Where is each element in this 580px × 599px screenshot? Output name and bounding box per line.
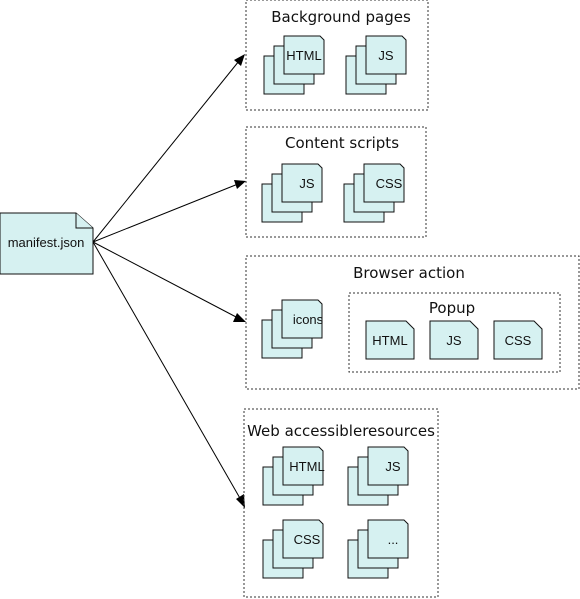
document-stack-icon xyxy=(262,519,324,579)
arrow-to-background xyxy=(92,60,240,243)
document-stack-icon xyxy=(261,163,323,223)
arrow-to-browser-action xyxy=(92,241,239,319)
subgroup-title: Popup xyxy=(429,299,475,317)
group-background-pages: Background pages HTML JS xyxy=(245,0,429,111)
subgroup-popup: Popup HTML JS CSS xyxy=(348,292,561,373)
group-content-scripts: Content scripts JS CSS xyxy=(245,126,427,238)
manifest-file[interactable]: manifest.json xyxy=(0,212,94,275)
stack-label: ... xyxy=(388,532,399,547)
group-title: Browser action xyxy=(353,264,465,282)
group-title: Content scripts xyxy=(285,134,399,152)
group-box xyxy=(245,255,580,390)
document-icon xyxy=(493,320,543,360)
stack-label: icons xyxy=(293,312,324,327)
group-title: Web accessibleresources xyxy=(247,422,435,440)
group-box xyxy=(243,408,439,598)
stack-label: JS xyxy=(385,459,401,474)
arrow-head-web-resources xyxy=(236,494,245,508)
document-stack-icon xyxy=(347,446,409,506)
stack-label: CSS xyxy=(294,532,321,547)
doc-label: CSS xyxy=(505,333,532,348)
stack-js[interactable]: JS xyxy=(261,163,323,223)
stack-label: HTML xyxy=(286,48,321,63)
document-stack-icon xyxy=(261,299,323,359)
stack-more[interactable]: ... xyxy=(347,519,409,579)
group-box xyxy=(245,126,427,238)
stack-icons[interactable]: icons xyxy=(261,299,324,359)
document-stack-icon xyxy=(343,163,405,223)
popup-css[interactable]: CSS xyxy=(493,320,543,360)
arrow-head-background xyxy=(234,54,245,66)
arrow-head-browser-action xyxy=(233,313,246,322)
manifest-label: manifest.json xyxy=(8,235,85,250)
stack-html[interactable]: HTML xyxy=(263,35,325,95)
doc-label: JS xyxy=(446,333,462,348)
document-icon xyxy=(365,320,415,360)
document-icon xyxy=(0,212,94,275)
subgroup-box xyxy=(348,292,561,373)
stack-label: JS xyxy=(378,48,394,63)
group-browser-action: Browser action icons Popup HTML JS CSS xyxy=(245,255,580,390)
document-fold xyxy=(75,213,93,229)
popup-html[interactable]: HTML xyxy=(365,320,415,360)
doc-label: HTML xyxy=(372,333,407,348)
arrow-to-web-resources xyxy=(92,241,242,501)
document-stack-icon xyxy=(345,35,407,95)
document-stack-icon xyxy=(347,519,409,579)
document-stack-icon xyxy=(263,35,325,95)
stack-js[interactable]: JS xyxy=(345,35,407,95)
stack-css[interactable]: CSS xyxy=(343,163,405,223)
document-icon xyxy=(429,320,479,360)
popup-js[interactable]: JS xyxy=(429,320,479,360)
stack-js[interactable]: JS xyxy=(347,446,409,506)
arrow-head-content xyxy=(234,180,246,189)
stack-label: CSS xyxy=(376,176,403,191)
stack-html[interactable]: HTML xyxy=(262,446,325,506)
arrows xyxy=(92,54,246,508)
group-title: Background pages xyxy=(271,8,411,26)
stack-label: JS xyxy=(299,176,315,191)
arrow-to-content xyxy=(92,183,239,243)
group-web-accessible-resources: Web accessibleresources HTML JS CSS ... xyxy=(243,408,439,598)
group-box xyxy=(245,0,429,111)
stack-label: HTML xyxy=(289,459,324,474)
stack-css[interactable]: CSS xyxy=(262,519,324,579)
document-stack-icon xyxy=(262,446,324,506)
